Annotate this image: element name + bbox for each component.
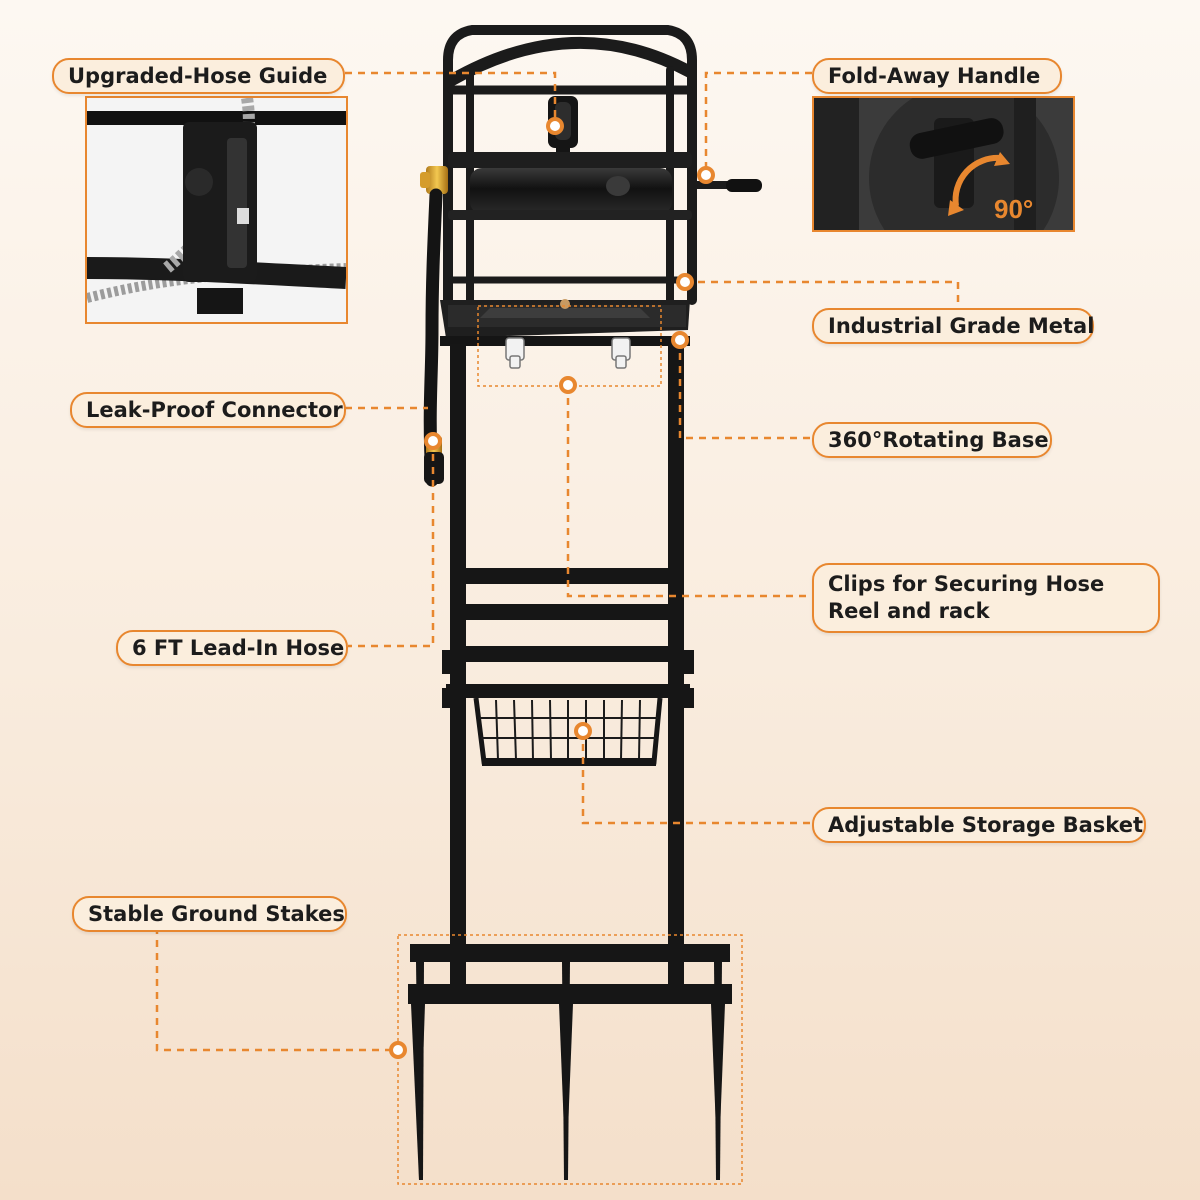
ground-stake-base <box>408 944 732 1180</box>
hose-guide-closeup-image <box>87 98 346 322</box>
label-adjustable-storage-basket: Adjustable Storage Basket <box>812 807 1146 843</box>
label-fold-away-handle: Fold-Away Handle <box>812 58 1062 94</box>
label-industrial-grade-metal: Industrial Grade Metal <box>812 308 1094 344</box>
label-securing-clips: Clips for Securing Hose Reel and rack <box>812 563 1160 633</box>
rotating-base-platform <box>440 299 690 346</box>
label-360-rotating-base: 360°Rotating Base <box>812 422 1052 458</box>
reel-drum <box>448 152 762 220</box>
handle-closeup-image <box>814 98 1073 230</box>
label-stable-ground-stakes: Stable Ground Stakes <box>72 896 347 932</box>
label-leak-proof-connector: Leak-Proof Connector <box>70 392 346 428</box>
label-6ft-lead-in-hose: 6 FT Lead-In Hose <box>116 630 348 666</box>
leader-lines <box>155 71 960 1052</box>
securing-clips <box>505 337 631 369</box>
storage-basket <box>442 684 694 766</box>
label-upgraded-hose-guide: Upgraded-Hose Guide <box>52 58 345 94</box>
hose-guide-closeup <box>85 96 348 324</box>
rack-frame <box>442 344 694 964</box>
fold-away-handle-closeup: 90° <box>812 96 1075 232</box>
callout-dots <box>389 117 715 1059</box>
rotation-angle-label: 90° <box>994 194 1034 224</box>
